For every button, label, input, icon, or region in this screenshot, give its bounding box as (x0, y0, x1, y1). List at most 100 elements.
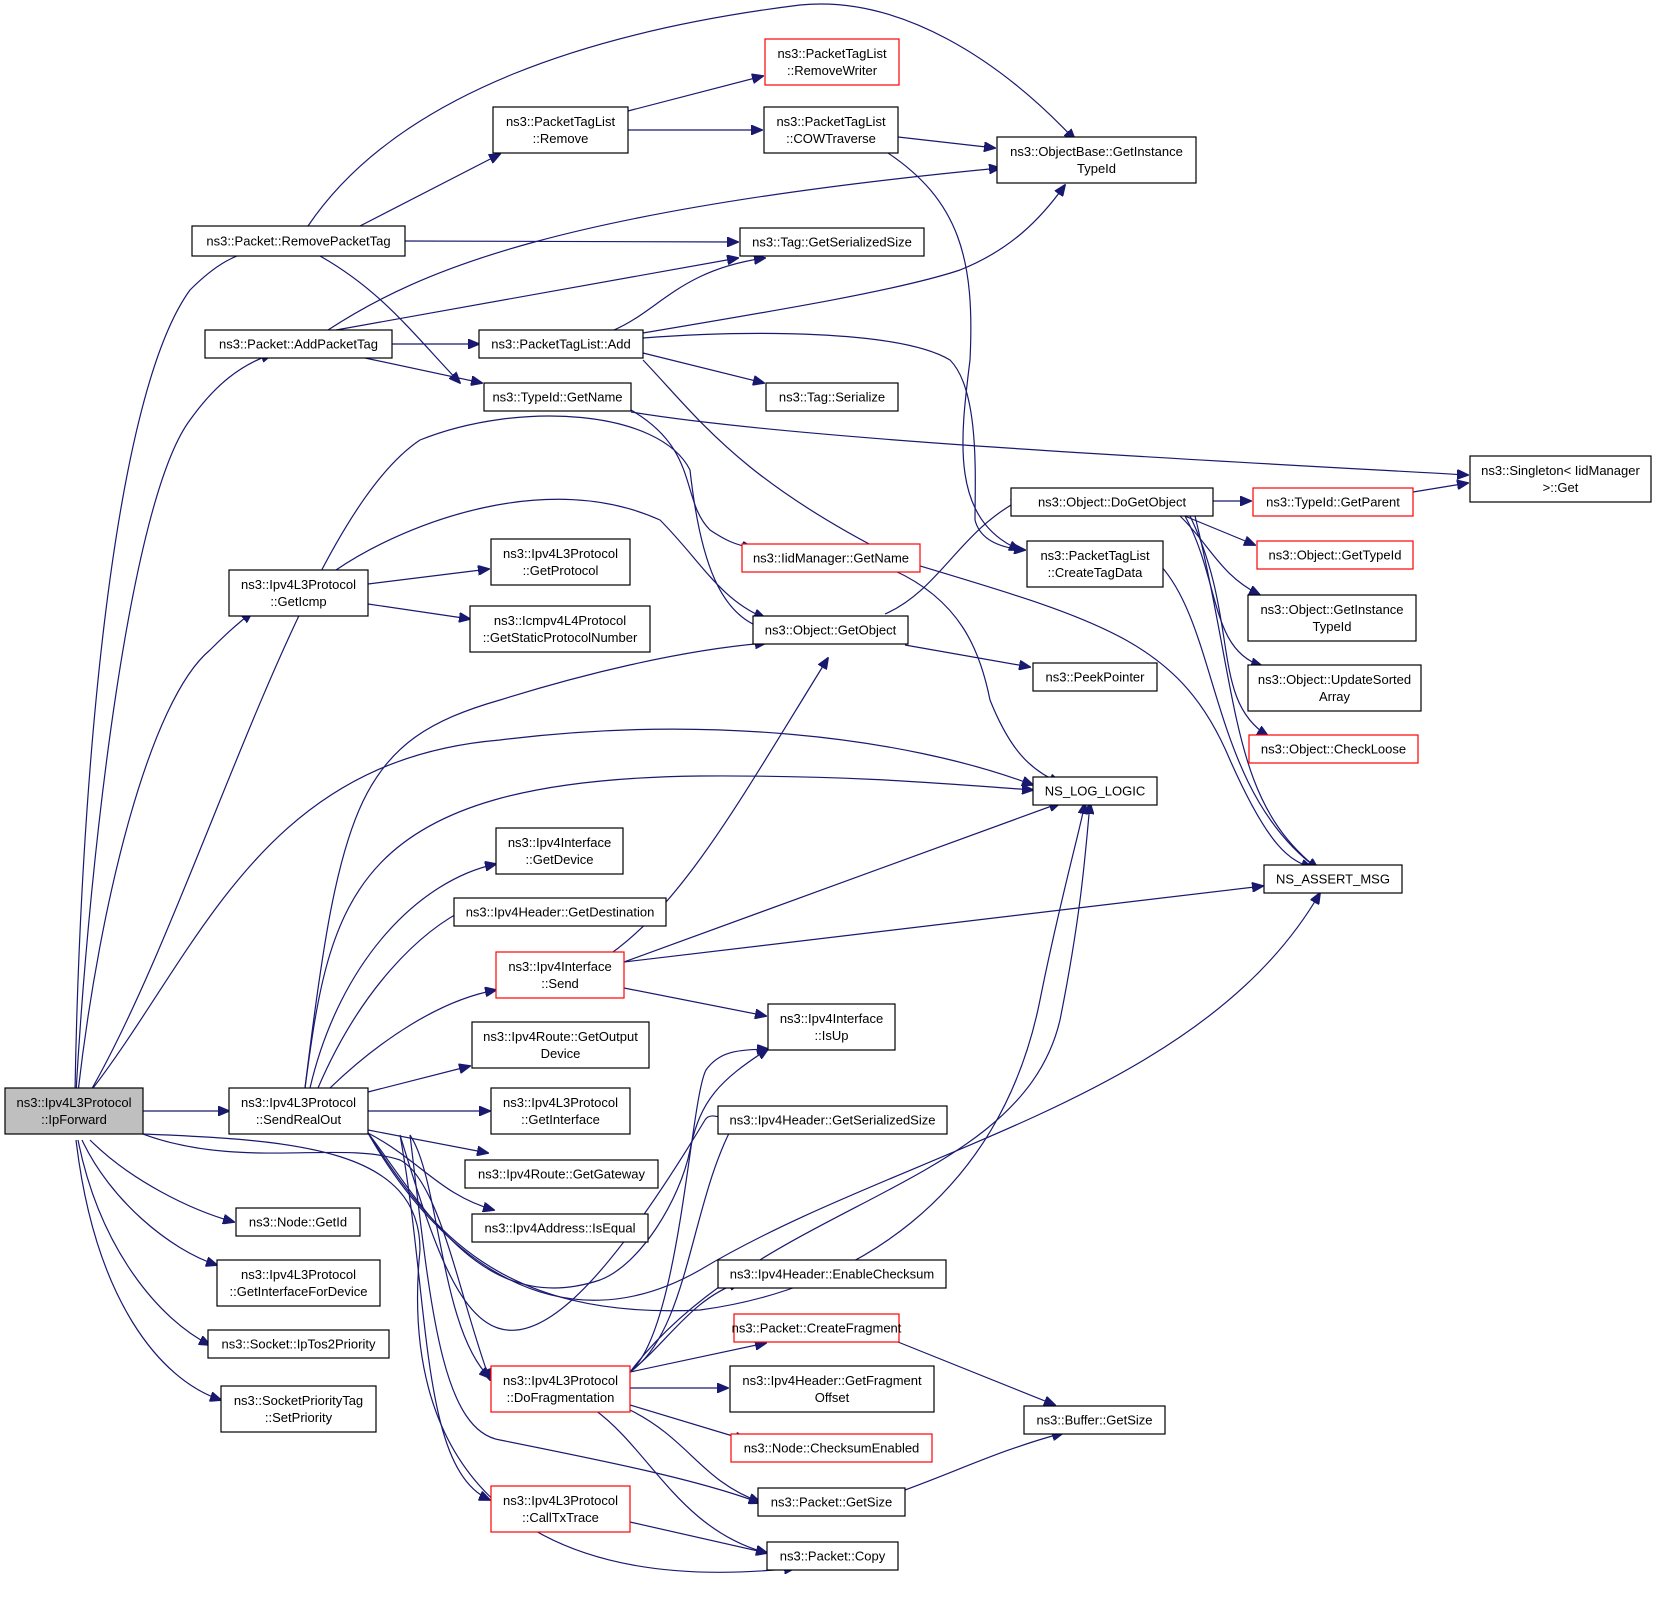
node-box-setpriority[interactable] (220, 1385, 377, 1433)
node-peekpointer[interactable]: ns3::PeekPointer (1032, 662, 1158, 692)
node-addpackettag[interactable]: ns3::Packet::AddPacketTag (204, 329, 393, 359)
node-getdestination[interactable]: ns3::Ipv4Header::GetDestination (453, 897, 667, 927)
node-box-createtagdata[interactable] (1026, 540, 1164, 588)
node-box-ipforward[interactable] (4, 1087, 144, 1135)
node-packetgetsize[interactable]: ns3::Packet::GetSize (757, 1487, 906, 1517)
node-box-packetgetsize[interactable] (757, 1487, 906, 1517)
node-box-getinterface[interactable] (490, 1087, 631, 1135)
node-box-iidmanagergetname[interactable] (741, 543, 921, 573)
node-removepackettag[interactable]: ns3::Packet::RemovePacketTag (191, 225, 406, 257)
node-box-checksumenabled[interactable] (730, 1433, 933, 1463)
node-box-bufgetsize[interactable] (1023, 1405, 1166, 1435)
node-box-ifacegetdevice[interactable] (495, 827, 624, 875)
node-tagserialize[interactable]: ns3::Tag::Serialize (765, 382, 899, 412)
node-singletonget[interactable]: ns3::Singleton< IidManager >::Get (1469, 455, 1652, 503)
node-box-objgettypeid[interactable] (1256, 540, 1414, 570)
node-box-ptladd[interactable] (478, 329, 644, 359)
node-box-calltxtrace[interactable] (490, 1485, 631, 1533)
node-getgateway[interactable]: ns3::Ipv4Route::GetGateway (464, 1159, 659, 1189)
node-getinterfacefordevice[interactable]: ns3::Ipv4L3Protocol::GetInterfaceForDevi… (216, 1259, 381, 1307)
node-box-nslogic[interactable] (1032, 776, 1158, 806)
node-box-getoutputdevice[interactable] (471, 1021, 650, 1069)
node-box-checkloose[interactable] (1248, 734, 1419, 764)
node-typeidgetparent[interactable]: ns3::TypeId::GetParent (1252, 487, 1414, 517)
node-box-addpackettag[interactable] (204, 329, 393, 359)
node-calltxtrace[interactable]: ns3::Ipv4L3Protocol::CallTxTrace (490, 1485, 631, 1533)
node-box-getinstancetypeid[interactable] (996, 136, 1197, 184)
node-box-objectgetobject[interactable] (752, 615, 909, 645)
node-box-ifacesend[interactable] (495, 951, 625, 999)
node-box-peekpointer[interactable] (1032, 662, 1158, 692)
node-ifacesend[interactable]: ns3::Ipv4Interface::Send (495, 951, 625, 999)
node-box-singletonget[interactable] (1469, 455, 1652, 503)
node-box-sendrealout[interactable] (228, 1087, 369, 1135)
node-checkloose[interactable]: ns3::Object::CheckLoose (1248, 734, 1419, 764)
node-box-nodegetid[interactable] (235, 1207, 361, 1237)
node-createfragment[interactable]: ns3::Packet::CreateFragment (732, 1313, 902, 1343)
node-sendrealout[interactable]: ns3::Ipv4L3Protocol::SendRealOut (228, 1087, 369, 1135)
node-box-ptlremove[interactable] (492, 106, 629, 154)
node-cowtraverse[interactable]: ns3::PacketTagList::COWTraverse (763, 106, 899, 154)
node-box-hdrgetserializedsize[interactable] (717, 1105, 948, 1135)
node-box-typeidgetname[interactable] (483, 382, 632, 412)
node-objectgetobject[interactable]: ns3::Object::GetObject (752, 615, 909, 645)
node-box-ifaceisup[interactable] (767, 1003, 896, 1051)
node-box-cowtraverse[interactable] (763, 106, 899, 154)
node-box-updatesortedarray[interactable] (1247, 664, 1422, 712)
node-box-enablechecksum[interactable] (717, 1259, 947, 1289)
node-taggetserializedsize[interactable]: ns3::Tag::GetSerializedSize (739, 227, 925, 257)
node-geticmp[interactable]: ns3::Ipv4L3Protocol::GetIcmp (228, 569, 369, 617)
node-createtagdata[interactable]: ns3::PacketTagList::CreateTagData (1026, 540, 1164, 588)
node-ptlremove[interactable]: ns3::PacketTagList::Remove (492, 106, 629, 154)
node-dofragmentation[interactable]: ns3::Ipv4L3Protocol::DoFragmentation (490, 1365, 631, 1413)
node-ptladd[interactable]: ns3::PacketTagList::Add (478, 329, 644, 359)
node-box-getgateway[interactable] (464, 1159, 659, 1189)
node-ipforward[interactable]: ns3::Ipv4L3Protocol::IpForward (4, 1087, 144, 1135)
node-setpriority[interactable]: ns3::SocketPriorityTag::SetPriority (220, 1385, 377, 1433)
node-box-packetcopy[interactable] (766, 1541, 899, 1571)
node-box-createfragment[interactable] (733, 1313, 900, 1343)
node-objgettypeid[interactable]: ns3::Object::GetTypeId (1256, 540, 1414, 570)
node-checksumenabled[interactable]: ns3::Node::ChecksumEnabled (730, 1433, 933, 1463)
node-box-getdestination[interactable] (453, 897, 667, 927)
node-packetcopy[interactable]: ns3::Packet::Copy (766, 1541, 899, 1571)
node-box-isequal[interactable] (471, 1213, 649, 1243)
node-getstaticprotocolnumber[interactable]: ns3::Icmpv4L4Protocol::GetStaticProtocol… (469, 605, 651, 653)
node-nslogic[interactable]: NS_LOG_LOGIC (1032, 776, 1158, 806)
node-bufgetsize[interactable]: ns3::Buffer::GetSize (1023, 1405, 1166, 1435)
node-iidmanagergetname[interactable]: ns3::IidManager::GetName (741, 543, 921, 573)
node-box-getfragmentoffset[interactable] (729, 1365, 935, 1413)
node-getinterface[interactable]: ns3::Ipv4L3Protocol::GetInterface (490, 1087, 631, 1135)
node-box-nsassertmsg[interactable] (1263, 864, 1403, 894)
node-nodegetid[interactable]: ns3::Node::GetId (235, 1207, 361, 1237)
node-isequal[interactable]: ns3::Ipv4Address::IsEqual (471, 1213, 649, 1243)
node-box-getstaticprotocolnumber[interactable] (469, 605, 651, 653)
node-iptos2priority[interactable]: ns3::Socket::IpTos2Priority (207, 1329, 390, 1359)
node-typeidgetname[interactable]: ns3::TypeId::GetName (483, 382, 632, 412)
node-ifacegetdevice[interactable]: ns3::Ipv4Interface::GetDevice (495, 827, 624, 875)
node-box-typeidgetparent[interactable] (1252, 487, 1414, 517)
node-box-taggetserializedsize[interactable] (739, 227, 925, 257)
node-box-removepackettag[interactable] (191, 225, 406, 257)
node-dogetobject[interactable]: ns3::Object::DoGetObject (1010, 487, 1214, 517)
node-box-getinterfacefordevice[interactable] (216, 1259, 381, 1307)
node-nsassertmsg[interactable]: NS_ASSERT_MSG (1263, 864, 1403, 894)
node-removewriter[interactable]: ns3::PacketTagList::RemoveWriter (764, 38, 900, 86)
node-box-dogetobject[interactable] (1010, 487, 1214, 517)
node-box-removewriter[interactable] (764, 38, 900, 86)
node-enablechecksum[interactable]: ns3::Ipv4Header::EnableChecksum (717, 1259, 947, 1289)
node-box-getprotocol[interactable] (490, 538, 631, 586)
node-box-objgetinstancetypeid[interactable] (1247, 594, 1417, 642)
node-box-dofragmentation[interactable] (490, 1365, 631, 1413)
node-hdrgetserializedsize[interactable]: ns3::Ipv4Header::GetSerializedSize (717, 1105, 948, 1135)
node-getprotocol[interactable]: ns3::Ipv4L3Protocol::GetProtocol (490, 538, 631, 586)
node-ifaceisup[interactable]: ns3::Ipv4Interface::IsUp (767, 1003, 896, 1051)
node-box-geticmp[interactable] (228, 569, 369, 617)
node-box-tagserialize[interactable] (765, 382, 899, 412)
node-box-iptos2priority[interactable] (207, 1329, 390, 1359)
